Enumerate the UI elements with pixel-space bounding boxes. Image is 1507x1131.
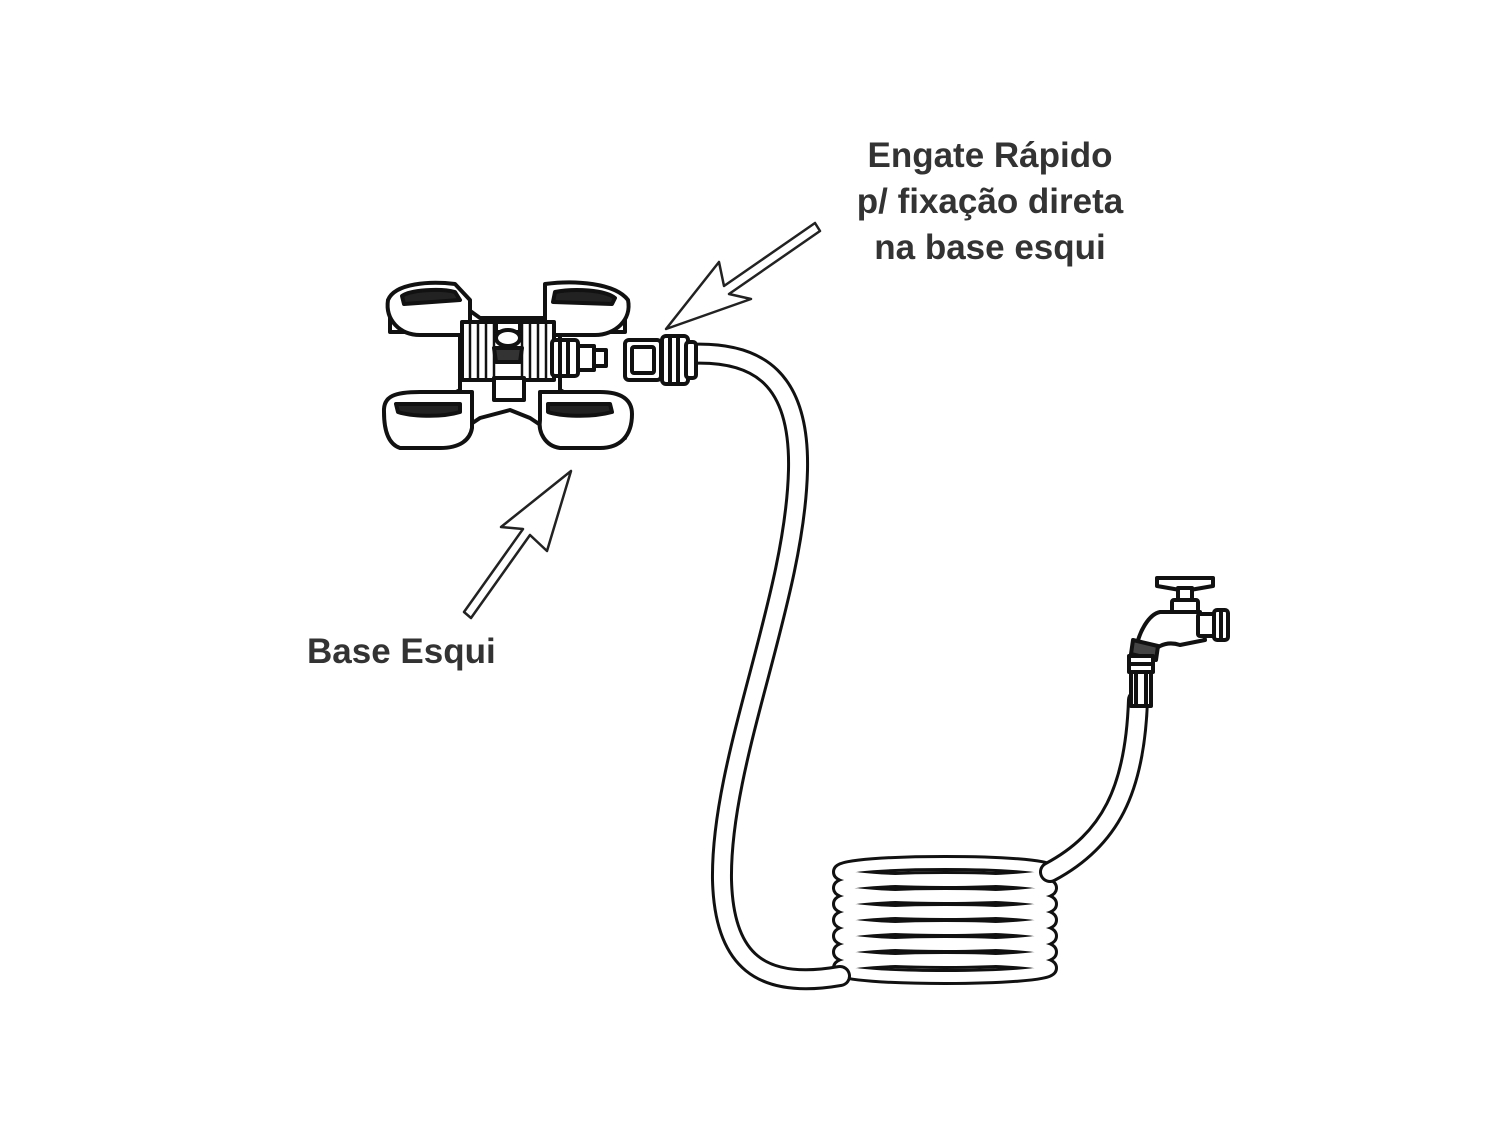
garden-hose-icon xyxy=(677,342,1149,991)
ski-base-label: Base Esqui xyxy=(307,632,496,671)
quick-connector-label: Engate Rápido p/ fixação direta na base … xyxy=(830,133,1150,271)
quick-connector-label-line-2: p/ fixação direta xyxy=(856,182,1124,221)
ski-base-sprinkler-icon xyxy=(381,280,634,450)
callout-arrow-icon xyxy=(462,221,822,620)
quick-connector-label-line-3: na base esqui xyxy=(874,228,1106,267)
connector-arrow xyxy=(664,221,822,331)
base-arrow xyxy=(462,469,573,620)
faucet-icon xyxy=(1127,576,1230,708)
quick-connector-label-line-1: Engate Rápido xyxy=(867,136,1113,175)
quick-connector-icon xyxy=(623,334,698,386)
